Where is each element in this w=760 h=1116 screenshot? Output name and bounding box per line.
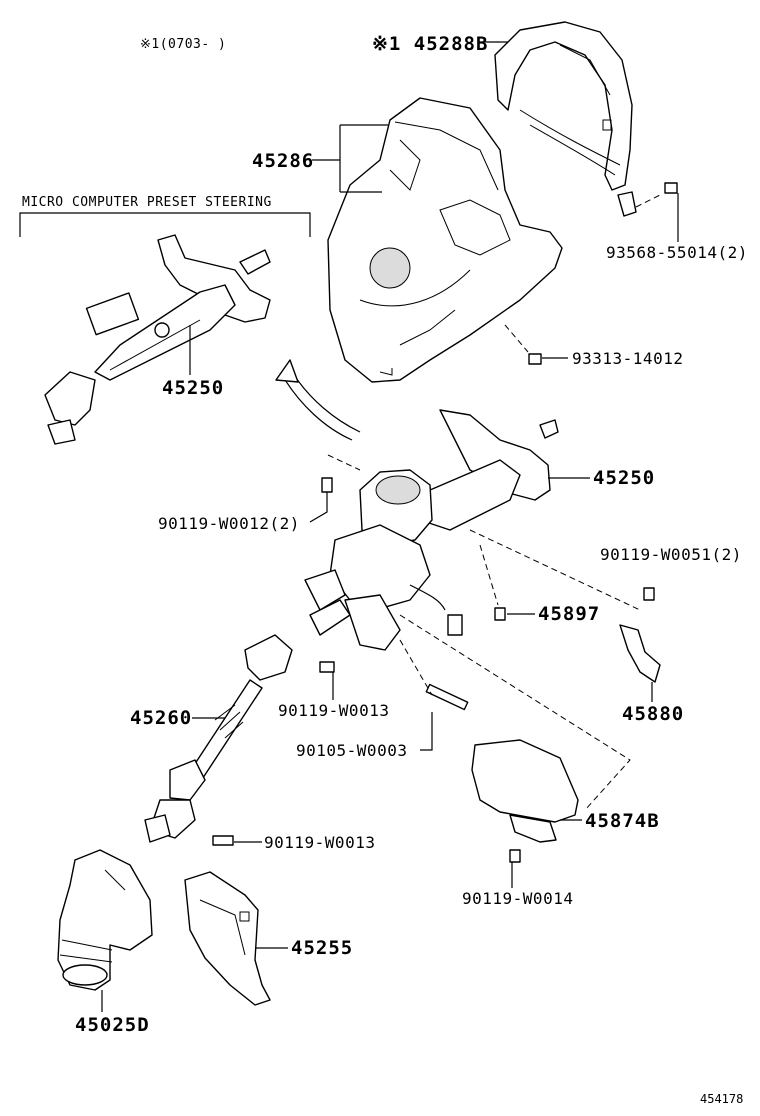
cover-45025D-drawing (57, 849, 153, 991)
assembly-dashed-lines (327, 194, 661, 811)
part-label-w0013-a: 90119-W0013 (278, 701, 390, 720)
part-label-45025D: 45025D (75, 1014, 150, 1036)
part-label-45260: 45260 (130, 707, 193, 729)
lower-column-cover-drawing (327, 97, 563, 383)
part-label-93568: 93568-55014(2) (606, 243, 748, 262)
leader-45286 (312, 124, 388, 193)
assembly-arrow (275, 359, 361, 441)
preset-steering-column-drawing (44, 234, 271, 445)
note-period-label: ※1(0703- ) (140, 37, 227, 52)
part-label-93313: 93313-14012 (572, 349, 684, 368)
part-label-45250-main: 45250 (593, 467, 656, 489)
part-label-w0014: 90119-W0014 (462, 889, 574, 908)
part-label-w0003: 90105-W0003 (296, 741, 408, 760)
part-label-45897: 45897 (538, 603, 601, 625)
part-label-w0013-b: 90119-W0013 (264, 833, 376, 852)
part-label-45874B: 45874B (585, 810, 660, 832)
boot-drawing (184, 871, 271, 1006)
part-label-45255: 45255 (291, 937, 354, 959)
main-steering-column-drawing (304, 409, 559, 651)
section-title: MICRO COMPUTER PRESET STEERING (22, 195, 272, 210)
part-label-w0051: 90119-W0051(2) (600, 545, 742, 564)
part-label-w0012: 90119-W0012(2) (158, 514, 300, 533)
leader-w0003 (420, 712, 433, 751)
fasteners-drawing (212, 182, 678, 863)
part-label-45288B: ※1 45288B (372, 33, 489, 55)
part-label-45880: 45880 (622, 703, 685, 725)
section-bracket (19, 212, 311, 237)
part-label-45250-preset: 45250 (162, 377, 225, 399)
protector-drawing (471, 739, 579, 843)
leader-w0012 (309, 492, 328, 523)
intermediate-shaft-drawing (144, 634, 293, 843)
upper-column-cover-drawing (494, 21, 637, 217)
figure-number: 454178 (700, 1092, 744, 1106)
part-label-45286: 45286 (252, 150, 315, 172)
